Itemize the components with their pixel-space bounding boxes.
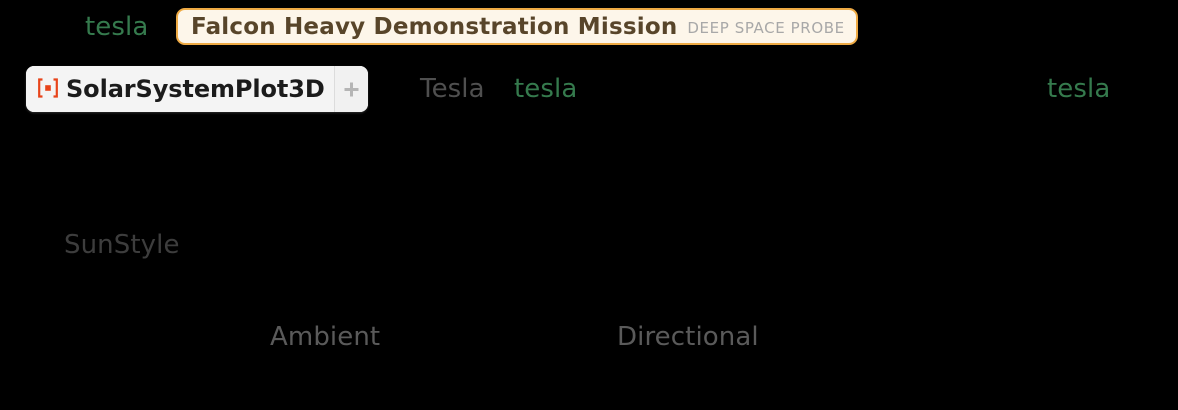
entity-label: Falcon Heavy Demonstration Mission bbox=[191, 13, 678, 40]
option-sunstyle[interactable]: SunStyle bbox=[64, 230, 180, 260]
variable-tesla-line2[interactable]: tesla bbox=[514, 74, 578, 104]
entity-falcon-heavy-demonstration-mission[interactable]: Falcon Heavy Demonstration Mission DEEP … bbox=[176, 8, 858, 45]
plus-icon bbox=[344, 82, 359, 96]
resource-function-solarsystemplot3d-button[interactable]: SolarSystemPlot3D bbox=[26, 66, 368, 112]
entity-type-label: DEEP SPACE PROBE bbox=[687, 18, 845, 37]
variable-tesla-trailing[interactable]: tesla bbox=[1047, 74, 1111, 104]
resource-function-add-button[interactable] bbox=[333, 66, 368, 112]
resource-function-main[interactable]: SolarSystemPlot3D bbox=[26, 66, 334, 112]
resource-function-name: SolarSystemPlot3D bbox=[66, 75, 325, 103]
option-ambient[interactable]: Ambient bbox=[270, 322, 381, 352]
option-directional[interactable]: Directional bbox=[617, 322, 759, 352]
variable-tesla-line1[interactable]: tesla bbox=[85, 12, 149, 42]
label-tesla-capitalized: Tesla bbox=[420, 74, 485, 104]
resource-function-icon bbox=[37, 78, 59, 98]
